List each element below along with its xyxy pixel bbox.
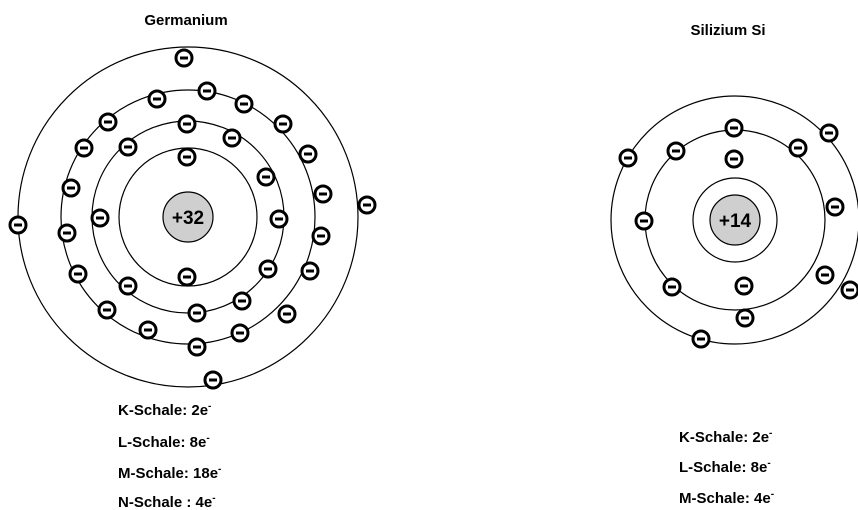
shell-label-text: L-Schale: 8e — [679, 459, 767, 476]
electron — [187, 337, 207, 357]
silicon-m-shell-orbit — [610, 95, 858, 345]
electron-charge-superscript: - — [771, 489, 774, 500]
electron — [118, 137, 138, 157]
shell-label-text: K-Schale: 2e — [679, 429, 769, 446]
electron — [735, 308, 755, 328]
electron-charge-superscript: - — [767, 458, 770, 469]
electron — [724, 118, 744, 138]
electron-charge-superscript: - — [769, 428, 772, 439]
electron — [357, 195, 377, 215]
electron — [691, 329, 711, 349]
electron — [197, 81, 217, 101]
silicon-m-shell-label: M-Schale: 4e- — [679, 489, 774, 507]
electron — [724, 149, 744, 169]
electron-charge-superscript: - — [208, 401, 211, 412]
electron — [177, 267, 197, 287]
electron — [187, 303, 207, 323]
electron — [234, 94, 254, 114]
electron — [618, 148, 638, 168]
shell-label-text: L-Schale: 8e — [118, 434, 206, 451]
electron — [174, 48, 194, 68]
electron — [815, 265, 835, 285]
electron — [300, 261, 320, 281]
electron — [313, 184, 333, 204]
electron — [8, 215, 28, 235]
electron — [256, 167, 276, 187]
electron-charge-superscript: - — [212, 493, 215, 504]
electron — [298, 144, 318, 164]
electron — [258, 259, 278, 279]
shell-label-text: K-Schale: 2e — [118, 402, 208, 419]
silicon-title: Silizium Si — [690, 22, 765, 39]
electron — [634, 211, 654, 231]
silicon-nucleus: +14 — [709, 194, 761, 246]
silicon-atom: Silizium Si +14 K-Schale: 2e- L-Schale: … — [610, 22, 858, 507]
electron-charge-superscript: - — [218, 464, 221, 475]
germanium-electrons — [8, 48, 377, 390]
electron — [118, 276, 138, 296]
electron — [662, 277, 682, 297]
silicon-nucleus-charge: +14 — [719, 211, 752, 232]
germanium-m-shell-label: M-Schale: 18e- — [118, 464, 221, 482]
electron — [819, 123, 839, 143]
electron — [90, 208, 110, 228]
electron — [61, 178, 81, 198]
electron — [269, 209, 289, 229]
electron — [74, 138, 94, 158]
electron — [230, 323, 250, 343]
electron — [177, 147, 197, 167]
electron — [277, 304, 297, 324]
electron — [98, 112, 118, 132]
germanium-l-shell-label: L-Schale: 8e- — [118, 433, 210, 451]
electron — [97, 300, 117, 320]
shell-label-text: M-Schale: 4e — [679, 490, 771, 507]
electron — [147, 89, 167, 109]
electron — [311, 226, 331, 246]
electron — [177, 114, 197, 134]
germanium-nucleus-circle — [162, 191, 214, 243]
germanium-atom: Germanium +32 K-Schale: 2e- L-Schale: 8e… — [8, 12, 377, 510]
silicon-nucleus-circle — [709, 194, 761, 246]
germanium-title: Germanium — [144, 12, 227, 29]
electron — [138, 320, 158, 340]
silicon-l-shell-label: L-Schale: 8e- — [679, 458, 771, 476]
electron — [840, 280, 858, 300]
shell-label-text: N-Schale : 4e — [118, 494, 212, 510]
electron — [57, 223, 77, 243]
germanium-nucleus-charge: +32 — [172, 208, 204, 229]
electron — [825, 197, 845, 217]
electron — [68, 264, 88, 284]
electron — [734, 276, 754, 296]
electron — [222, 128, 242, 148]
silicon-k-shell-orbit — [692, 177, 778, 263]
silicon-k-shell-label: K-Schale: 2e- — [679, 428, 772, 446]
electron — [666, 141, 686, 161]
electron — [788, 138, 808, 158]
shell-label-text: M-Schale: 18e — [118, 465, 218, 482]
electron — [273, 114, 293, 134]
germanium-n-shell-label: N-Schale : 4e- — [118, 493, 216, 510]
electron-charge-superscript: - — [206, 433, 209, 444]
electron — [203, 370, 223, 390]
electron — [232, 291, 252, 311]
silicon-electrons — [618, 118, 858, 349]
germanium-k-shell-label: K-Schale: 2e- — [118, 401, 211, 419]
germanium-nucleus: +32 — [162, 191, 214, 243]
